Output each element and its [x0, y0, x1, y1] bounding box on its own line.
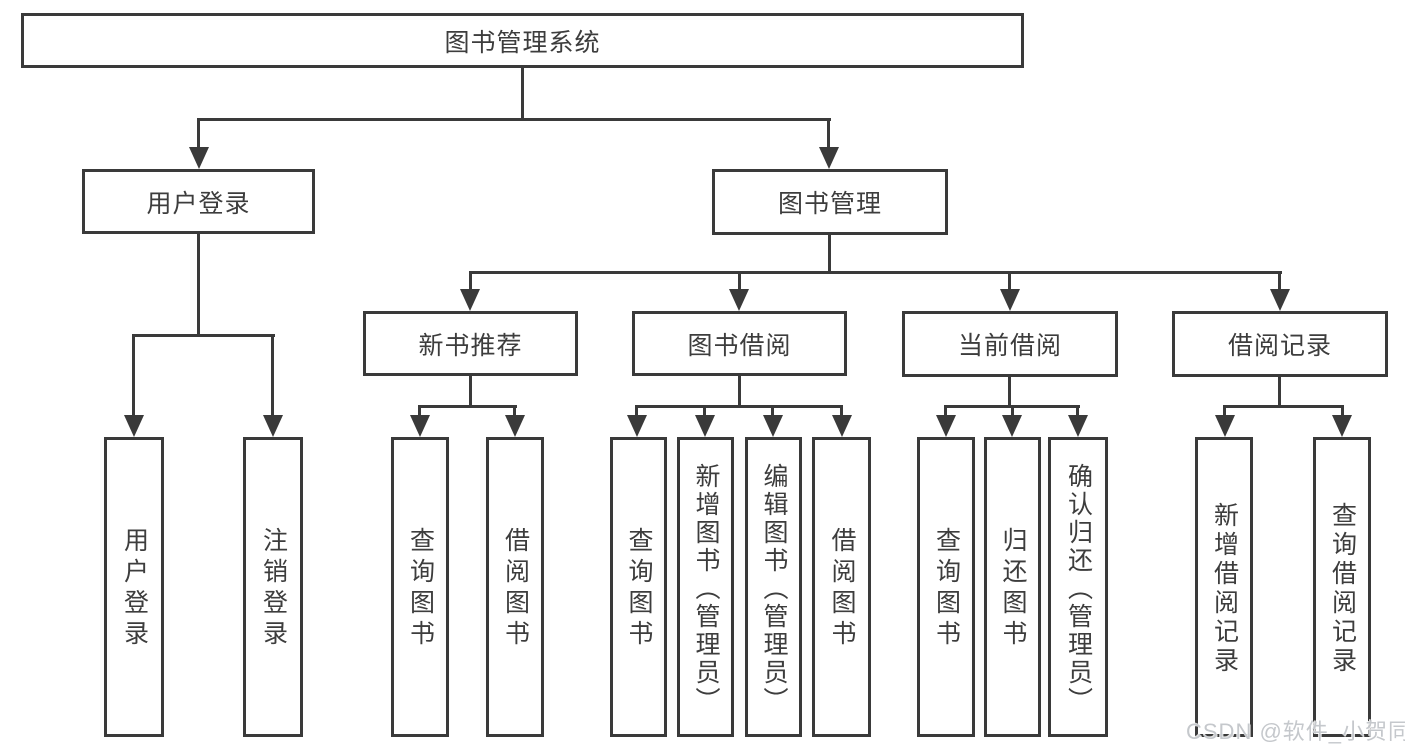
- connector-drop-book-borrow: [738, 271, 741, 289]
- arrow-down-current-borrow: [1000, 289, 1020, 311]
- connector-drop-d2: [1011, 405, 1014, 415]
- connector-new-book-stem: [469, 376, 472, 408]
- arrow-down-c2: [695, 415, 715, 437]
- connector-level3-split: [469, 271, 1282, 274]
- leaf-logout: 注销登录: [243, 437, 303, 737]
- arrow-down-e2: [1332, 415, 1352, 437]
- connector-drop-new-book: [469, 271, 472, 289]
- node-root: 图书管理系统: [21, 13, 1024, 68]
- leaf-borrow-borrow-books: 借阅图书: [812, 437, 871, 737]
- connector-drop-e2: [1341, 405, 1344, 415]
- connector-drop-c4: [840, 405, 843, 415]
- arrow-down-new-book: [460, 289, 480, 311]
- arrow-down-e1: [1215, 415, 1235, 437]
- leaf-records-query-record: 查询借阅记录: [1313, 437, 1371, 737]
- connector-drop-leaf-user-login: [132, 334, 135, 415]
- leaf-user-login: 用户登录: [104, 437, 164, 737]
- arrow-down-book-borrow: [729, 289, 749, 311]
- connector-current-borrow-stem: [1008, 377, 1011, 408]
- connector-level2-split: [198, 118, 831, 121]
- connector-user-login-stem: [197, 234, 200, 334]
- leaf-newbook-query-books: 查询图书: [391, 437, 449, 737]
- connector-drop-borrow-records: [1278, 271, 1281, 289]
- arrow-down-d2: [1002, 415, 1022, 437]
- node-borrow-records: 借阅记录: [1172, 311, 1388, 377]
- arrow-down-user-login: [189, 147, 209, 169]
- connector-drop-c2: [703, 405, 706, 415]
- arrow-down-leaf-user-login: [124, 415, 144, 437]
- leaf-borrow-query-books: 查询图书: [610, 437, 667, 737]
- leaf-current-confirm-return-admin: 确认归还（管理员）: [1048, 437, 1108, 737]
- connector-root-stem: [521, 68, 524, 119]
- node-user-login: 用户登录: [82, 169, 315, 234]
- node-current-borrow: 当前借阅: [902, 311, 1118, 377]
- connector-borrow-records-stem: [1278, 377, 1281, 408]
- connector-drop-e1: [1223, 405, 1226, 415]
- leaf-newbook-borrow-books: 借阅图书: [486, 437, 544, 737]
- connector-drop-c1: [635, 405, 638, 415]
- arrow-down-d3: [1068, 415, 1088, 437]
- leaf-borrow-edit-books-admin: 编辑图书（管理员）: [745, 437, 802, 737]
- connector-groupA-split: [132, 334, 275, 337]
- arrow-down-book-management: [819, 147, 839, 169]
- node-book-borrow: 图书借阅: [632, 311, 847, 376]
- connector-drop-book-management: [827, 118, 830, 147]
- arrow-down-borrow-records: [1270, 289, 1290, 311]
- arrow-down-c3: [763, 415, 783, 437]
- connector-drop-d3: [1076, 405, 1079, 415]
- connector-drop-user-login: [197, 118, 200, 147]
- arrow-down-d1: [936, 415, 956, 437]
- csdn-watermark: CSDN @软件_小贺同学: [1186, 719, 1405, 744]
- connector-groupB-split: [418, 405, 517, 408]
- connector-drop-d1: [944, 405, 947, 415]
- connector-drop-leaf-logout: [271, 334, 274, 415]
- leaf-borrow-add-books-admin: 新增图书（管理员）: [677, 437, 734, 737]
- arrow-down-c4: [832, 415, 852, 437]
- arrow-down-c1: [627, 415, 647, 437]
- connector-groupE-split: [1223, 405, 1344, 408]
- arrow-down-leaf-logout: [263, 415, 283, 437]
- leaf-records-add-record: 新增借阅记录: [1195, 437, 1253, 737]
- node-new-book-recommend: 新书推荐: [363, 311, 578, 376]
- connector-drop-b1: [418, 405, 421, 415]
- connector-groupC-split: [635, 405, 843, 408]
- node-book-management: 图书管理: [712, 169, 948, 235]
- connector-drop-current-borrow: [1008, 271, 1011, 289]
- connector-book-borrow-stem: [738, 376, 741, 408]
- leaf-current-return-books: 归还图书: [984, 437, 1041, 737]
- connector-drop-c3: [771, 405, 774, 415]
- arrow-down-b1: [410, 415, 430, 437]
- arrow-down-b2: [505, 415, 525, 437]
- connector-drop-b2: [513, 405, 516, 415]
- leaf-current-query-books: 查询图书: [917, 437, 975, 737]
- connector-book-management-stem: [828, 235, 831, 273]
